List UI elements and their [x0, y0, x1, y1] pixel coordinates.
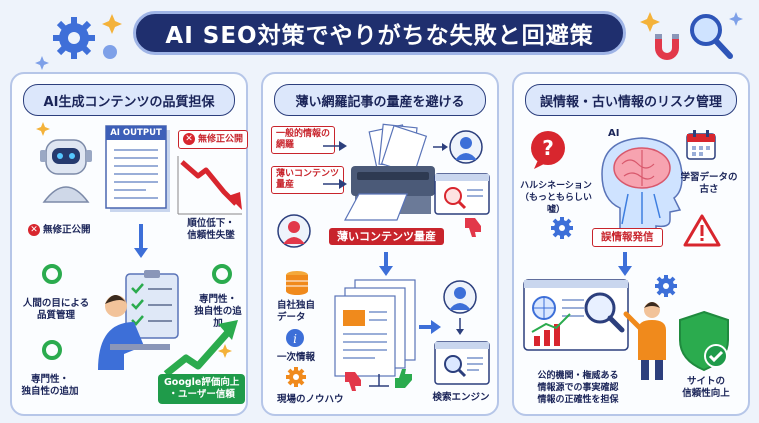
warning-triangle-icon [683, 214, 721, 247]
expertise-left-label: 専門性・ 独自性の追加 [21, 374, 79, 397]
result-badge: Google評価向上 ・ユーザー信頼 [158, 374, 246, 404]
background-decorations [35, 12, 743, 70]
warning-top-tag: ✕無修正公開 [178, 130, 249, 149]
warning-left-text: 無修正公開 [43, 224, 91, 236]
panel-thin-content: 薄い網羅記事の量産を避ける 一般的情報の 網羅 薄いコンテンツ 量産 薄いコンテ… [261, 72, 499, 416]
check-circle-icon [42, 264, 62, 284]
misinformation-tag: 誤情報発信 [592, 228, 663, 247]
gear-icon [551, 217, 573, 239]
check-circle-icon [212, 264, 232, 284]
thumbs-down-icon [465, 218, 481, 237]
research-screen-illustration [523, 279, 629, 351]
general-info-tag: 一般的情報の 網羅 [271, 126, 336, 154]
primary-info-label: 一次情報 [277, 352, 316, 363]
user-avatar-icon [277, 214, 311, 248]
error-x-icon: ✕ [28, 224, 40, 236]
ranking-drop-label: 順位低下・ 信頼性失墜 [187, 218, 235, 241]
arrow-right-icon [323, 141, 347, 151]
thin-content-banner: 薄いコンテンツ量産 [329, 228, 444, 245]
printer-machine-illustration [343, 123, 435, 221]
site-trust-label: サイトの 信頼性向上 [682, 376, 730, 399]
warning-top-text: 無修正公開 [198, 134, 244, 145]
sparkle-icon [218, 344, 232, 358]
person-checklist-illustration [98, 270, 179, 370]
gear-icon-small [103, 45, 117, 59]
question-bubble-icon: ? [531, 131, 565, 169]
browser-search-window [434, 173, 490, 215]
fact-check-label: 公的機関・権威ある 情報源での事実確認 情報の正確性を担保 [537, 371, 619, 405]
training-data-label: 学習データの 古さ [680, 172, 738, 195]
warning-left-tag: ✕無修正公開 [28, 224, 91, 237]
divider-icon [369, 374, 389, 387]
sparkle-icon [640, 12, 660, 32]
panel-heading: 誤情報・古い情報のリスク管理 [525, 84, 737, 116]
human-review-label: 人間の目による 品質管理 [22, 298, 90, 321]
sparkle-icon [729, 12, 743, 26]
magnet-icon [655, 34, 679, 60]
page-title: AI SEO対策でやりがちな失敗と回避策 [133, 11, 626, 55]
brain-head-illustration [601, 137, 683, 231]
own-data-label: 自社独自 データ [277, 300, 316, 323]
presenter-person-illustration [623, 302, 666, 380]
calendar-icon [686, 130, 716, 160]
search-engine-label: 検索エンジン [432, 392, 490, 403]
database-icon [286, 271, 308, 295]
sparkle-icon [102, 14, 122, 34]
magnifier-icon [690, 14, 733, 59]
hallucination-label: ハルシネーション （もっともらしい 嘘） [520, 181, 593, 215]
arrow-right-icon [323, 179, 347, 189]
document-stack-illustration [334, 279, 416, 377]
shield-check-icon [679, 310, 729, 372]
svg-text:?: ? [542, 136, 554, 160]
gear-icon [286, 367, 306, 387]
panel-misinformation: 誤情報・古い情報のリスク管理 ? AI ハルシネーション （もっともらしい 嘘）… [512, 72, 750, 416]
thin-content-tag: 薄いコンテンツ 量産 [271, 166, 345, 194]
gear-icon [53, 17, 95, 59]
user-avatar-icon [449, 130, 483, 164]
ai-label: AI [608, 128, 620, 139]
down-arrow-icon [134, 224, 148, 258]
sparkle-icon [35, 56, 49, 70]
sparkle-icon [36, 122, 50, 136]
browser-search-window [434, 341, 490, 385]
info-icon: i [286, 329, 304, 347]
robot-icon [40, 139, 92, 203]
down-arrow-icon [456, 318, 464, 335]
user-avatar-icon [443, 280, 477, 314]
ai-output-label: AI OUTPUT [110, 128, 162, 138]
down-arrow-icon [379, 252, 393, 276]
check-circle-icon [42, 340, 62, 360]
panel-heading: 薄い網羅記事の量産を避ける [274, 84, 486, 116]
svg-text:i: i [293, 332, 297, 346]
error-x-icon: ✕ [183, 133, 195, 145]
growth-arrow-icon [163, 320, 238, 377]
decline-chart-icon [177, 156, 242, 215]
expertise-right-label: 専門性・ 独自性の追加 [194, 294, 242, 329]
arrow-right-icon [419, 320, 441, 334]
gear-icon [655, 275, 677, 297]
ai-output-document [105, 125, 170, 212]
thumbs-down-icon [345, 372, 361, 391]
arrow-right-icon [433, 143, 448, 151]
down-arrow-icon [618, 252, 632, 276]
panel-heading: AI生成コンテンツの品質担保 [23, 84, 235, 116]
thumbs-up-icon [395, 369, 412, 388]
knowhow-label: 現場のノウハウ [277, 394, 344, 405]
panel-ai-quality: AI生成コンテンツの品質担保 AI OUTPUT ✕無修正公開 ✕無修正公開 順… [10, 72, 249, 416]
